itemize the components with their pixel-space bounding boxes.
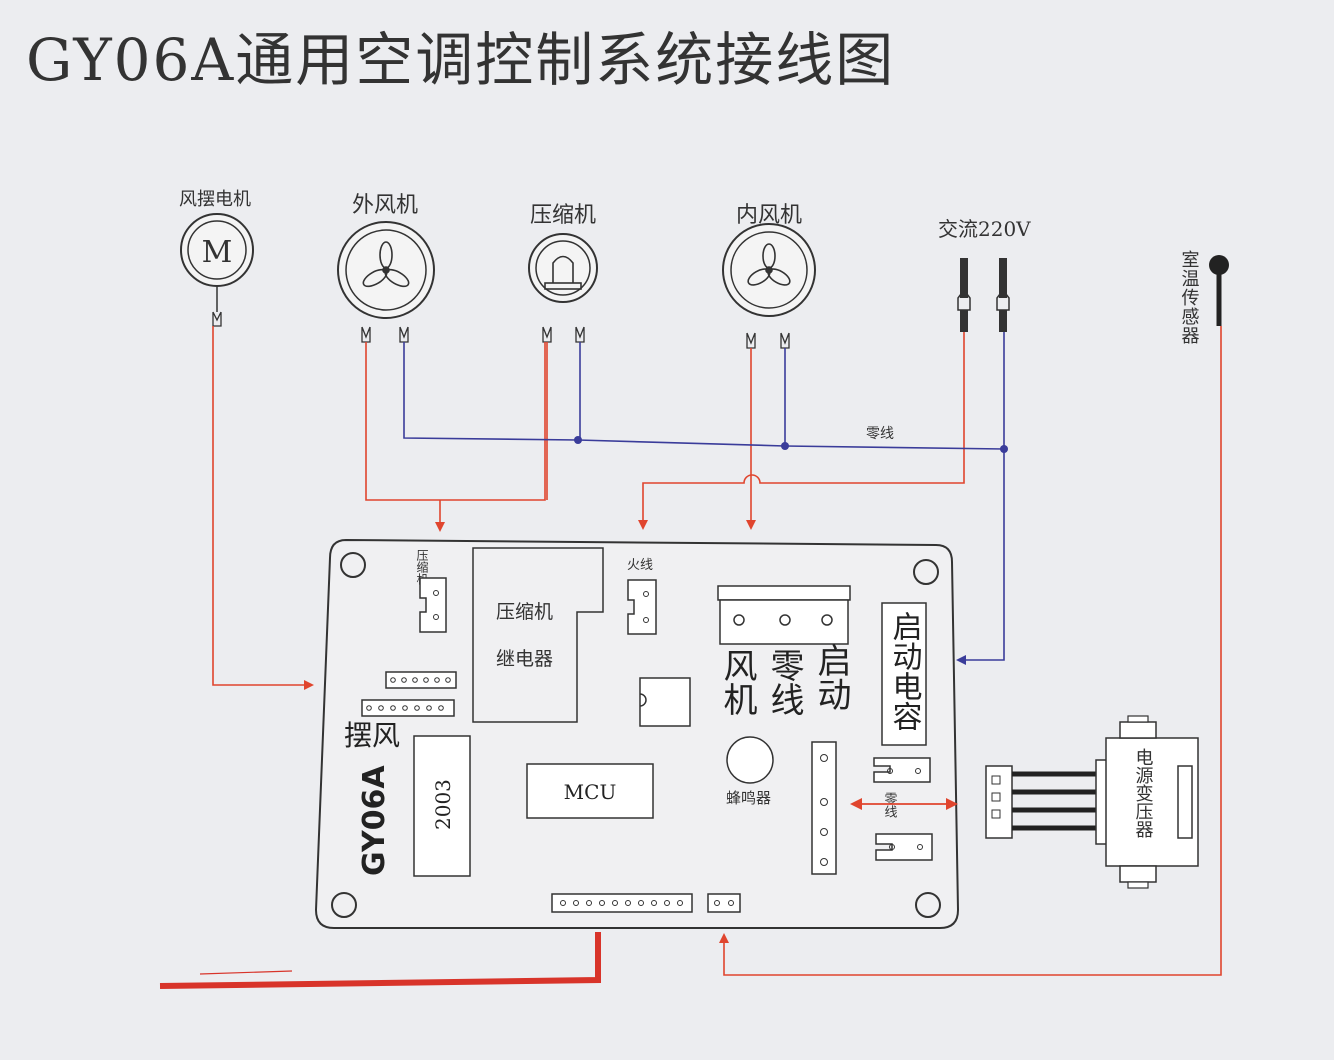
board-model-label: GY06A [357, 765, 392, 876]
mcu-chip: MCU [526, 763, 654, 819]
power-transformer: 电源变压器 [985, 715, 1199, 889]
ac-power-plug: 交流220V [938, 217, 1031, 332]
fan-icon [362, 241, 410, 288]
mcu-label: MCU [564, 780, 617, 804]
swing-motor: 风摆电机 M [179, 189, 254, 327]
neutral-wires [403, 332, 1008, 665]
live-terminal [627, 579, 657, 635]
fan-icon [747, 243, 791, 286]
control-board: 压缩机 火线 压缩机 继电器 风机 零线 启动 [314, 538, 960, 929]
transformer-terminal-top [873, 757, 931, 783]
sensor-probe-icon [1209, 255, 1229, 275]
room-temp-sensor: 室温传感器 [1179, 250, 1229, 345]
relay-label-line1: 压缩机 [496, 601, 553, 623]
compressor: 压缩机 [528, 203, 598, 343]
fan-terminal-label: 风机 [717, 648, 757, 716]
motor-symbol-icon: M [202, 235, 233, 270]
relay-label-line2: 继电器 [496, 648, 553, 670]
neutral-terminal-label: 零线 [764, 648, 804, 716]
compressor-icon [544, 255, 582, 290]
compressor-terminal [419, 577, 447, 633]
compressor-label: 压缩机 [530, 203, 596, 228]
swing-motor-label: 风摆电机 [179, 189, 251, 210]
buzzer-icon [726, 736, 774, 784]
diagram-title: GY06A通用空调控制系统接线图 [26, 26, 895, 94]
live-terminal-label: 火线 [627, 558, 653, 573]
small-component [639, 677, 691, 727]
driver-chip: 2003 [413, 735, 471, 877]
pin-header-top [385, 671, 457, 689]
outdoor-fan: 外风机 [337, 193, 435, 343]
buzzer: 蜂鸣器 [726, 736, 774, 807]
start-capacitor-label: 启动电容 [887, 611, 922, 731]
driver-chip-label: 2003 [431, 779, 455, 830]
neutral-small-label: 零线 [882, 792, 898, 818]
bottom-red-wire [159, 932, 601, 989]
bottom-pin-header [551, 893, 693, 913]
transformer-terminal-bottom [875, 833, 933, 861]
fan-terminal-block [717, 585, 851, 645]
compressor-terminal-label: 压缩机 [415, 549, 429, 585]
ac-power-label: 交流220V [938, 217, 1031, 241]
swing-pin-header [361, 699, 455, 717]
indoor-fan: 内风机 [722, 203, 816, 349]
sensor-pin-header [707, 893, 741, 913]
start-capacitor: 启动电容 [881, 602, 927, 746]
room-sensor-label: 室温传感器 [1179, 250, 1200, 345]
transformer-label: 电源变压器 [1133, 748, 1154, 838]
neutral-wire-label: 零线 [866, 426, 894, 442]
compressor-relay: 压缩机 继电器 [472, 547, 604, 723]
buzzer-label: 蜂鸣器 [726, 789, 771, 807]
live-wires [212, 326, 1222, 976]
outdoor-fan-label: 外风机 [352, 193, 418, 218]
swing-label: 摆风 [344, 719, 400, 752]
start-terminal-label: 启动 [811, 643, 851, 711]
vertical-pin-header [811, 741, 837, 875]
transformer-link-arrow [850, 798, 958, 810]
